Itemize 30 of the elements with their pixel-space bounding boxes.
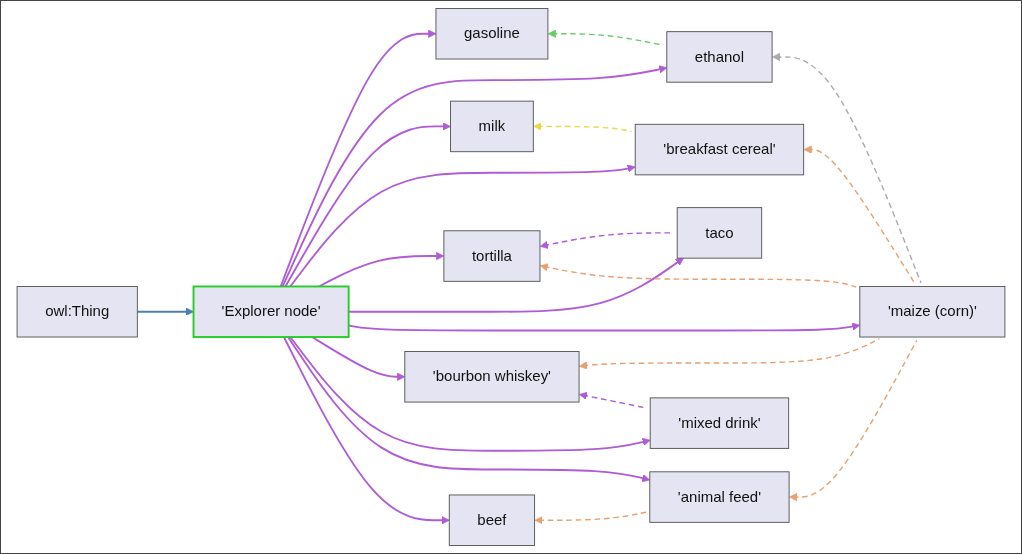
node-box: taco [676, 207, 763, 259]
arrow [287, 336, 651, 483]
node-box: beef [448, 494, 536, 546]
arrow [311, 336, 406, 381]
arrow [281, 65, 668, 288]
arrow [284, 122, 451, 288]
node-box: gasoline [435, 8, 549, 60]
node-box: milk [450, 100, 534, 153]
arrow [318, 251, 445, 288]
arrow [540, 263, 857, 288]
arrow [789, 339, 918, 502]
arrow [289, 336, 651, 452]
arrow [136, 307, 194, 316]
arrow [282, 336, 450, 525]
node-box: 'Explorer node' [192, 285, 350, 338]
arrow [772, 52, 922, 284]
node-box: 'maize (corn)' [859, 286, 1006, 338]
arrow [289, 164, 636, 288]
node-box: owl:Thing [16, 286, 138, 338]
arrow [279, 29, 437, 288]
arrow [803, 145, 916, 284]
node-box: tortilla [443, 230, 541, 282]
node-box: ethanol [666, 31, 773, 83]
node-box: 'mixed drink' [649, 397, 790, 449]
node-box: 'breakfast cereal' [634, 123, 805, 176]
arrow [579, 338, 881, 370]
node-box: 'bourbon whiskey' [404, 351, 580, 403]
node-box: 'animal feed' [649, 471, 790, 523]
arrow [534, 511, 647, 525]
arrow [533, 122, 633, 133]
